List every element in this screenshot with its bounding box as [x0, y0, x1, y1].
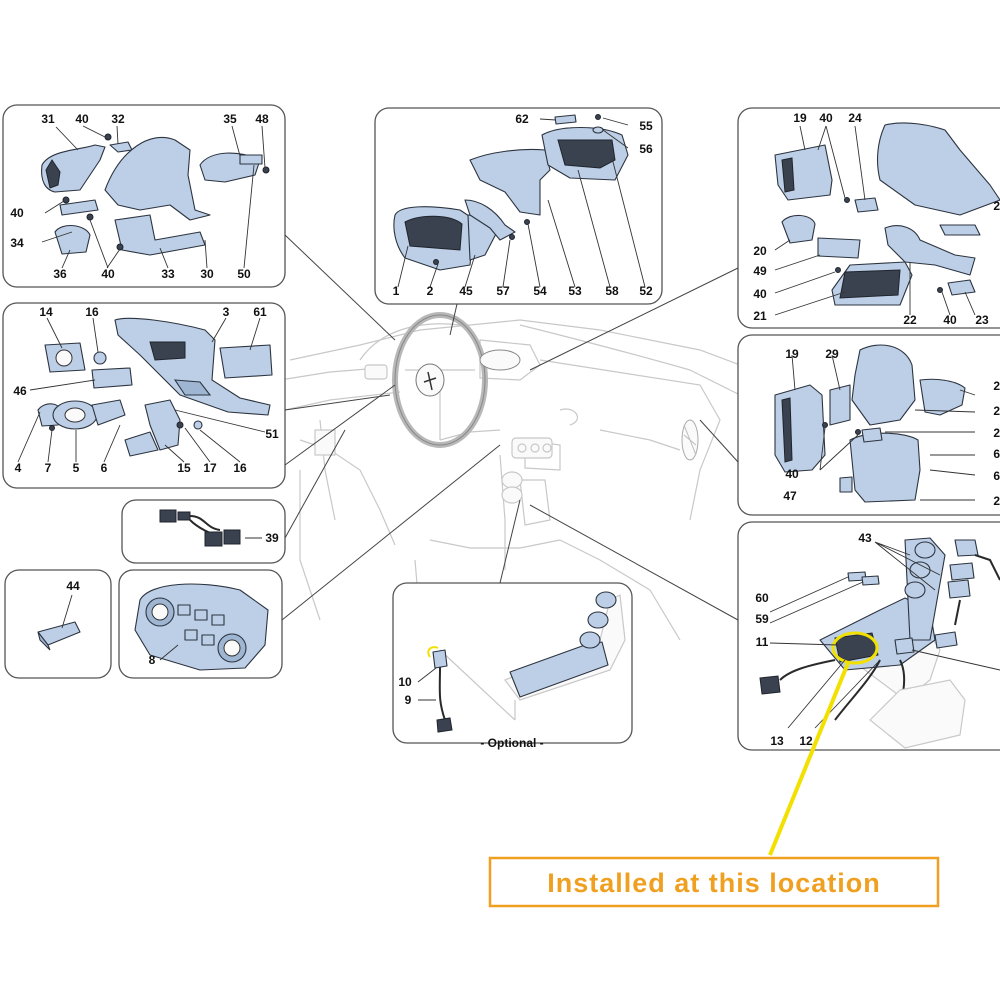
part-number-label: 48: [255, 112, 269, 126]
part-number-label: 5: [73, 461, 80, 475]
panel-clip: 44: [4, 569, 112, 679]
part-number-label: 9: [405, 693, 412, 707]
part-number-label: 1: [393, 284, 400, 298]
part-number-label: 2: [993, 494, 1000, 508]
part-number-label: 6: [993, 447, 1000, 461]
part-number-label: 40: [819, 111, 833, 125]
part-number-label: 19: [785, 347, 799, 361]
part-number-label: 6: [993, 469, 1000, 483]
callout-box: [488, 856, 940, 908]
part-number-label: 11: [756, 635, 769, 649]
part-number-label: 59: [755, 612, 769, 626]
part-number-label: 13: [770, 734, 784, 748]
steering-wheel: [392, 312, 521, 448]
part-number-label: 60: [755, 591, 769, 605]
part-number-label: 20: [753, 244, 767, 258]
optional-label: - Optional -: [480, 736, 543, 750]
p1-labels: 31 40 32 35 48 40 34 36 40 33 30 50: [10, 112, 269, 281]
part-number-label: 40: [943, 313, 957, 327]
part-number-label: 2: [993, 404, 1000, 418]
part-number-label: 36: [53, 267, 67, 281]
part-number-label: 10: [398, 675, 412, 689]
part-number-label: 43: [858, 531, 872, 545]
part-number-label: 29: [825, 347, 839, 361]
part-number-label: 31: [41, 112, 55, 126]
part-number-label: 34: [10, 236, 24, 250]
panel-right-vent-trim: 19 40 24 20 49 40 21 22 40 23 2: [737, 107, 1000, 329]
part-number-label: 62: [515, 112, 529, 126]
panel-leaders: [281, 234, 739, 621]
part-number-label: 45: [459, 284, 473, 298]
part-number-label: 2: [993, 379, 1000, 393]
panel-console-module: 43 60 59 11 13 12: [737, 521, 1000, 751]
part-number-label: 3: [223, 305, 230, 319]
part-number-label: 49: [753, 264, 767, 278]
part-number-label: 19: [793, 111, 807, 125]
part-number-label: 57: [496, 284, 510, 298]
part-number-label: 21: [753, 309, 767, 323]
panel-instrument-cluster: 62 55 56 1 2 45 57 54 53 58 52: [374, 107, 663, 305]
part-number-label: 2: [993, 199, 1000, 213]
panel-right-side-vent: 19 29 2 2 2 6 6 40 47 2: [737, 334, 1000, 516]
part-number-label: 2: [427, 284, 434, 298]
part-number-label: 32: [111, 112, 125, 126]
part-number-label: 47: [783, 489, 797, 503]
part-number-label: 55: [639, 119, 653, 133]
part-number-label: 22: [903, 313, 917, 327]
panel-harness: 39: [121, 499, 286, 564]
part-number-label: 46: [13, 384, 27, 398]
part-number-label: 16: [233, 461, 247, 475]
part-number-label: 16: [85, 305, 99, 319]
dashboard-outline: [279, 319, 791, 661]
p10-labels: 43 60 59 11 13 12: [755, 531, 872, 748]
part-number-label: 54: [533, 284, 547, 298]
part-number-label: 6: [101, 461, 108, 475]
part-number-label: 53: [568, 284, 582, 298]
part-number-label: 23: [975, 313, 989, 327]
part-number-label: 50: [237, 267, 251, 281]
part-number-label: 35: [223, 112, 237, 126]
part-number-label: 40: [10, 206, 24, 220]
part-number-label: 7: [45, 461, 52, 475]
p3-labels: 19 40 24 20 49 40 21 22 40 23 2: [753, 111, 1000, 327]
p8-labels: 8: [149, 653, 156, 667]
p7-labels: 44: [66, 579, 80, 593]
part-number-label: 15: [177, 461, 191, 475]
panel-steering-column-trim: 14 16 3 61 46 51 4 7 5 6 15 17 16: [2, 302, 286, 489]
part-number-label: 58: [605, 284, 619, 298]
part-number-label: 40: [753, 287, 767, 301]
callout-text: Installed at this location: [547, 868, 881, 898]
part-number-label: 61: [253, 305, 267, 319]
p6-labels: 39: [265, 531, 279, 545]
installed-location-callout: Installed at this location: [488, 662, 940, 908]
part-number-label: 33: [161, 267, 175, 281]
console-switches: [501, 419, 699, 504]
panel-climate-control: 8: [118, 569, 283, 679]
panel-upper-left-cluster: 31 40 32 35 48 40 34 36 40 33 30 50: [2, 104, 286, 288]
part-number-label: 4: [15, 461, 22, 475]
part-number-label: 24: [848, 111, 862, 125]
p9-labels: 109: [398, 675, 412, 707]
part-number-label: 40: [101, 267, 115, 281]
part-number-label: 44: [66, 579, 80, 593]
part-number-label: 56: [639, 142, 653, 156]
part-number-label: 2: [993, 426, 1000, 440]
p5-labels: 19 29 2 2 2 6 6 40 47 2: [783, 347, 1000, 508]
p4-labels: 14 16 3 61 46 51 4 7 5 6 15 17 16: [13, 305, 279, 475]
part-number-label: 51: [265, 427, 279, 441]
panel-optional: 109: [392, 582, 633, 744]
p2-labels: 62 55 56 1 2 45 57 54 53 58 52: [393, 112, 653, 298]
part-number-label: 39: [265, 531, 279, 545]
part-number-label: 14: [39, 305, 53, 319]
part-number-label: 30: [200, 267, 214, 281]
callout-pointer-line: [768, 662, 850, 856]
part-number-label: 40: [785, 467, 799, 481]
part-number-label: 8: [149, 653, 156, 667]
part-number-label: 12: [799, 734, 813, 748]
part-number-label: 52: [639, 284, 653, 298]
part-number-label: 17: [203, 461, 217, 475]
part-number-label: 40: [75, 112, 89, 126]
